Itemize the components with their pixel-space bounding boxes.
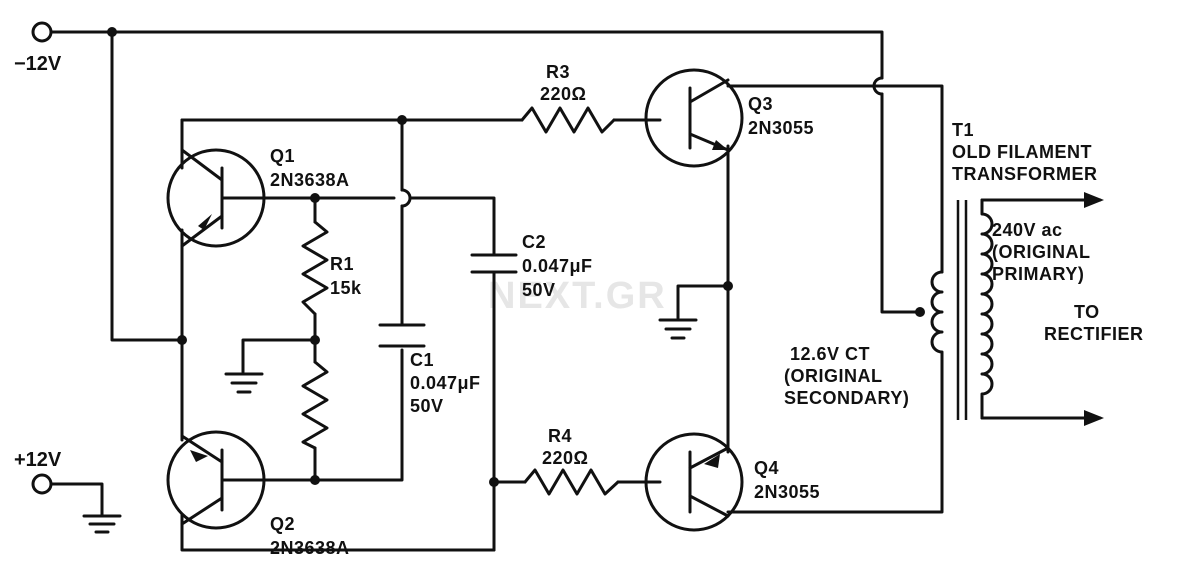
resistor-r1 — [301, 220, 329, 316]
resistor-r3 — [520, 106, 616, 134]
q1-ref: Q1 — [270, 146, 295, 166]
transistor-q2 — [166, 430, 266, 530]
c1-voltage: 50V — [410, 396, 444, 416]
neg-supply-label: −12V — [14, 53, 62, 75]
t1-primary-line2: (ORIGINAL — [784, 366, 883, 386]
c1-ref: C1 — [410, 350, 434, 370]
ground-symbol-r1 — [224, 372, 264, 394]
capacitor-c1 — [378, 323, 426, 348]
t1-secondary-line1: 240V ac — [992, 220, 1063, 240]
c2-voltage: 50V — [522, 280, 556, 300]
junctions — [107, 27, 925, 487]
r3-value: 220Ω — [540, 84, 586, 104]
resistor-r4 — [523, 468, 620, 496]
watermark: NEXT.GR — [488, 275, 667, 317]
transistor-q3 — [644, 68, 744, 168]
pos-supply-terminal — [31, 473, 122, 534]
c2-ref: C2 — [522, 232, 546, 252]
wiring — [110, 30, 944, 552]
q3-ref: Q3 — [748, 94, 773, 114]
q4-ref: Q4 — [754, 458, 779, 478]
t1-title-line1: OLD FILAMENT — [952, 142, 1092, 162]
r3-ref: R3 — [546, 62, 570, 82]
t1-output-line1: TO — [1074, 302, 1100, 322]
t1-output-line2: RECTIFIER — [1044, 324, 1144, 344]
r1-value: 15k — [330, 278, 362, 298]
neg-supply-terminal — [31, 21, 114, 43]
q2-ref: Q2 — [270, 514, 295, 534]
q4-part: 2N3055 — [754, 482, 820, 502]
r4-value: 220Ω — [542, 448, 588, 468]
q3-part: 2N3055 — [748, 118, 814, 138]
t1-title-line2: TRANSFORMER — [952, 164, 1098, 184]
q1-part: 2N3638A — [270, 170, 350, 190]
c1-value: 0.047μF — [410, 373, 481, 393]
c2-value: 0.047μF — [522, 256, 593, 276]
t1-secondary-line2: (ORIGINAL — [992, 242, 1091, 262]
transistor-q4 — [644, 432, 744, 532]
pos-supply-label: +12V — [14, 449, 62, 471]
t1-primary-line1: 12.6V CT — [790, 344, 870, 364]
transistor-q1 — [166, 148, 266, 248]
ground-symbol-center — [658, 318, 698, 340]
transformer-t1 — [930, 192, 1104, 426]
capacitor-c2 — [470, 253, 518, 274]
r1-ref: R1 — [330, 254, 354, 274]
t1-secondary-line3: PRIMARY) — [992, 264, 1084, 284]
t1-ref: T1 — [952, 120, 974, 140]
resistor-r2 — [301, 360, 329, 450]
q2-part: 2N3638A — [270, 538, 350, 558]
t1-primary-line3: SECONDARY) — [784, 388, 909, 408]
r4-ref: R4 — [548, 426, 572, 446]
